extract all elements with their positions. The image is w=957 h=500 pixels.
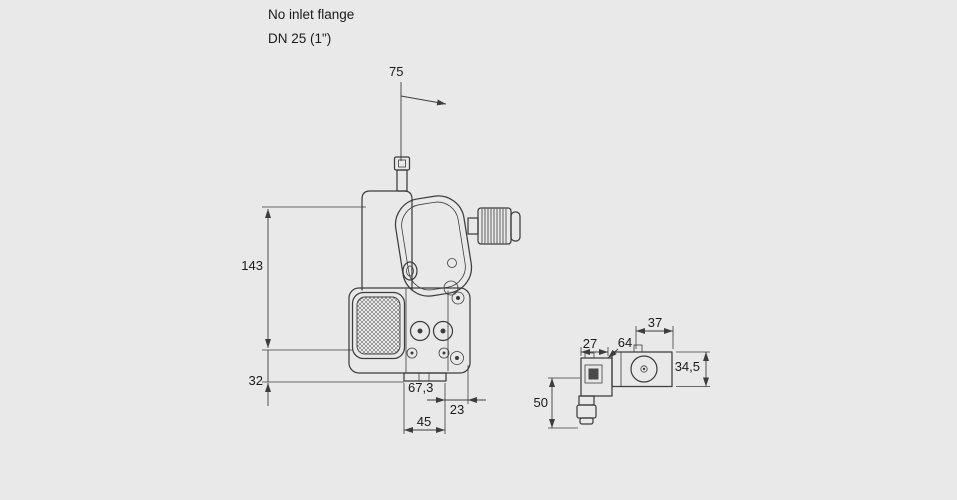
solenoid-housing [394,195,473,297]
dim-label-50: 50 [534,395,548,410]
dimension-50: 50 [534,377,580,429]
adjustment-knob [467,207,521,245]
dimension-bottom-group: 67,3 23 45 [403,365,486,434]
mounting-ears [443,280,465,365]
side-solenoid [580,352,613,397]
strainer-mesh [356,296,401,355]
note-inlet-flange: No inlet flange [268,7,354,22]
actuator-cylinder [361,190,413,291]
dim-label-32: 32 [249,373,263,388]
cable-gland [576,395,597,425]
solenoid-window [588,368,599,380]
dim-label-45: 45 [417,414,431,429]
bottom-outlet [403,372,447,382]
valve-front-view: 75 143 32 67,3 23 45 [241,64,521,434]
flange-bolt-circles [406,320,454,359]
dim-label-143: 143 [241,258,263,273]
note-dn-size: DN 25 (1") [268,31,331,46]
valve-body [348,280,471,382]
dimension-143-32: 143 32 [241,206,404,406]
dimension-34-5: 34,5 [675,351,710,387]
dim-label-23: 23 [450,402,464,417]
dimension-37: 37 [635,315,674,349]
dim-label-67-3: 67,3 [408,380,433,395]
dimension-75: 75 [389,64,447,161]
dim-label-64: 64 [618,335,632,350]
dim-label-34-5: 34,5 [675,359,700,374]
dim-label-27: 27 [583,336,597,351]
valve-side-view: 27 64 37 34,5 50 [534,315,710,429]
side-body [611,344,673,388]
dimension-64: 64 [607,335,632,359]
dim-label-75: 75 [389,64,403,79]
valve-stem [393,156,411,192]
top-screw [633,344,643,353]
dim-label-37: 37 [648,315,662,330]
